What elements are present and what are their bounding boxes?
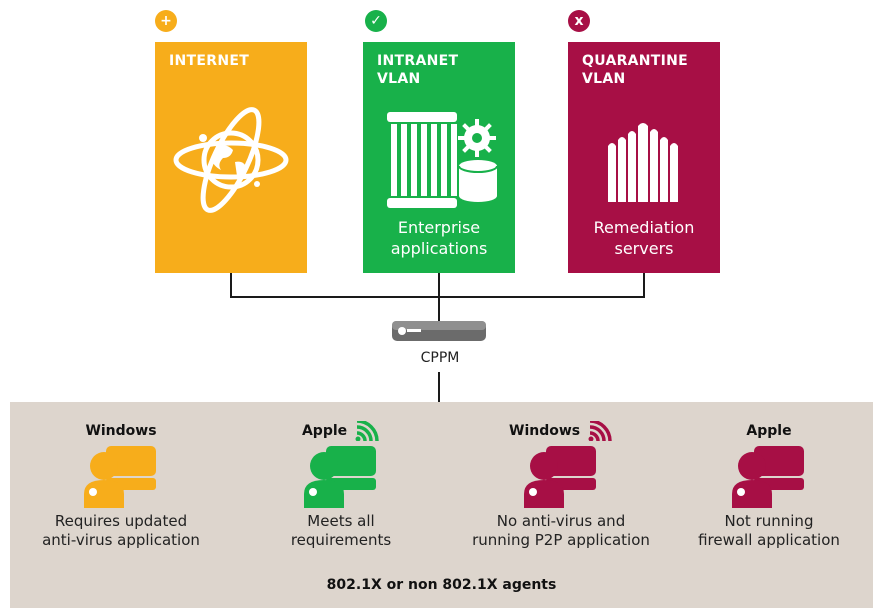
endpoint-windows-internet: Windows Requires updated anti-virus appl… [26, 420, 216, 550]
endpoint-panel: Windows Requires updated anti-virus appl… [10, 402, 873, 608]
device-caption: Meets all requirements [290, 512, 392, 549]
device-name: Apple [746, 423, 792, 439]
device-name: Windows [466, 420, 656, 442]
intranet-badge: ✓ [365, 10, 387, 32]
connector-line [438, 372, 440, 404]
wireless-icon [355, 421, 379, 441]
zone-title: INTRANET VLAN [377, 53, 459, 87]
internet-badge: + [155, 10, 177, 32]
connector-line [643, 273, 645, 297]
plus-icon: + [160, 13, 172, 29]
globe-icon [173, 107, 289, 213]
device-caption: Requires updated anti-virus application [42, 512, 200, 549]
device-name: Windows [85, 423, 157, 439]
servers-icon [608, 123, 678, 202]
x-icon: x [574, 13, 584, 29]
user-computer-icon [304, 446, 376, 508]
user-computer-icon [84, 446, 156, 508]
check-icon: ✓ [370, 13, 382, 29]
internet-zone: INTERNET [155, 42, 307, 273]
cppm-label: CPPM [420, 350, 460, 366]
connector-line [230, 296, 645, 298]
endpoint-apple-intranet: Apple Meets all requirements [246, 420, 436, 550]
server-gear-database-icon [387, 112, 498, 208]
user-computer-icon [732, 446, 804, 508]
wireless-icon [588, 421, 612, 441]
intranet-zone: INTRANET VLAN Enterprise applications [363, 42, 515, 273]
appliance-icon [392, 321, 486, 341]
device-name: Apple [246, 420, 436, 442]
zone-title: QUARANTINE VLAN [582, 53, 689, 87]
endpoint-apple-quarantine: Apple Not running firewall application [674, 420, 864, 550]
device-caption: Not running firewall application [698, 512, 840, 549]
zone-caption: Enterprise applications [390, 218, 488, 258]
user-computer-icon [524, 446, 596, 508]
endpoint-windows-quarantine: Windows No anti-virus and running P2P ap… [466, 420, 656, 550]
connector-line [438, 273, 440, 323]
connector-line [230, 273, 232, 297]
zone-title: INTERNET [169, 53, 250, 69]
zone-caption: Remediation servers [593, 218, 695, 258]
device-name-text: Apple [301, 423, 348, 439]
footer-label: 802.1X or non 802.1X agents [326, 577, 557, 593]
device-name-text: Windows [509, 423, 581, 439]
quarantine-zone: QUARANTINE VLAN Remediation servers [568, 42, 720, 273]
device-caption: No anti-virus and running P2P applicatio… [472, 512, 650, 549]
quarantine-badge: x [568, 10, 590, 32]
